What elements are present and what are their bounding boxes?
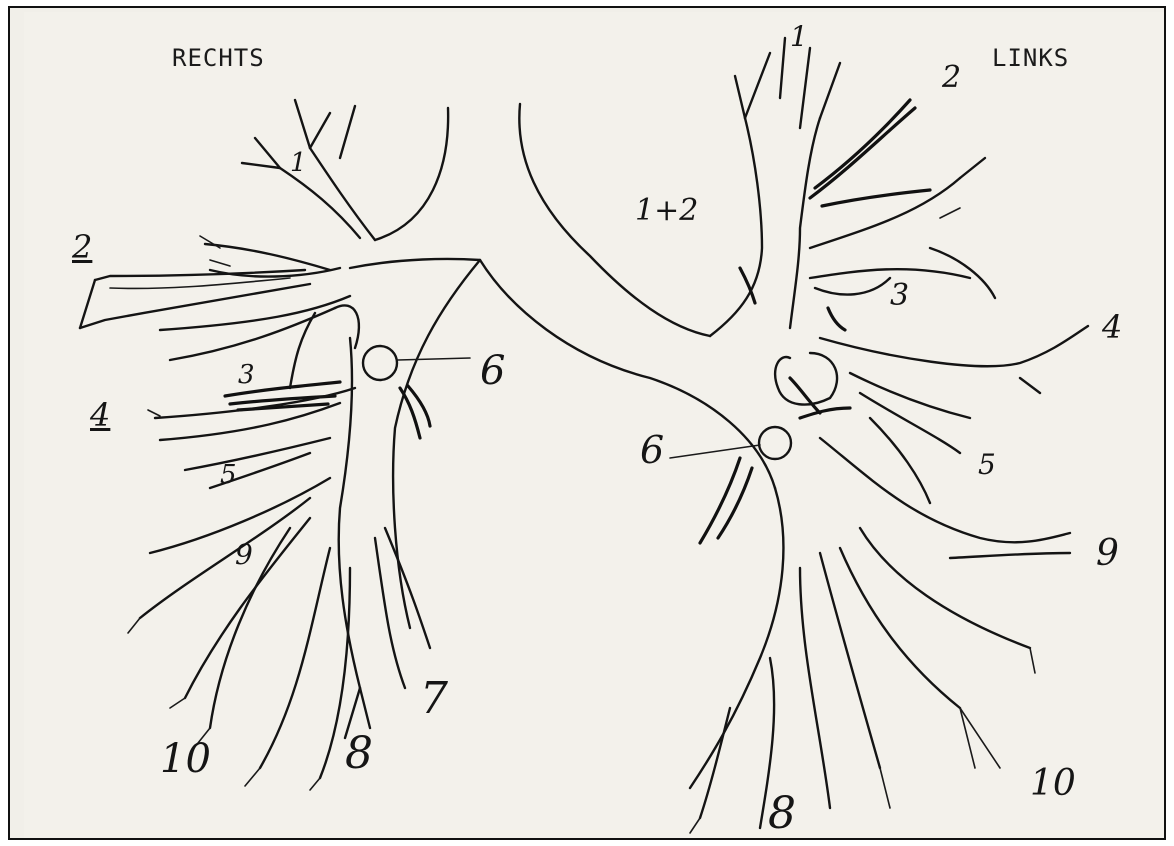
trachea-right-wall [375, 108, 448, 240]
left-segment-6-label: 6 [640, 428, 664, 472]
right-segment-1-label: 1 [290, 148, 307, 178]
left-segment-1-2-label: 1+2 [635, 193, 698, 228]
diagram-frame: RECHTS LINKS 1 2 3 4 5 6 7 8 9 10 1 1+2 … [8, 6, 1166, 840]
right-segment-8-label: 8 [345, 728, 373, 779]
left-segment-5-label: 5 [978, 448, 996, 481]
bronchial-tree-drawing [10, 8, 1166, 840]
right-segment-10-label: 10 [160, 736, 211, 782]
left-segment-3-label: 3 [890, 278, 909, 313]
segment-6-left-circle [759, 427, 791, 459]
left-bronchial-tree [670, 38, 1088, 833]
left-segment-1-label: 1 [790, 20, 808, 53]
left-segment-10-label: 10 [1030, 763, 1076, 804]
side-label-right: RECHTS [172, 44, 265, 72]
left-segment-8-label: 8 [768, 788, 796, 839]
right-segment-3-label: 3 [238, 360, 255, 390]
carina [350, 259, 775, 488]
right-segment-9-label: 9 [235, 538, 253, 571]
right-segment-5-label: 5 [220, 460, 237, 490]
left-segment-4-label: 4 [1102, 308, 1122, 346]
right-segment-6-label: 6 [480, 348, 505, 394]
right-segment-2-label: 2 [72, 228, 92, 266]
left-segment-2-label: 2 [942, 60, 961, 95]
left-segment-9-label: 9 [1096, 533, 1119, 574]
side-label-left: LINKS [992, 44, 1069, 72]
right-segment-4-label: 4 [90, 396, 110, 434]
segment-6-right-circle [363, 346, 397, 380]
right-segment-7-label: 7 [420, 673, 448, 724]
